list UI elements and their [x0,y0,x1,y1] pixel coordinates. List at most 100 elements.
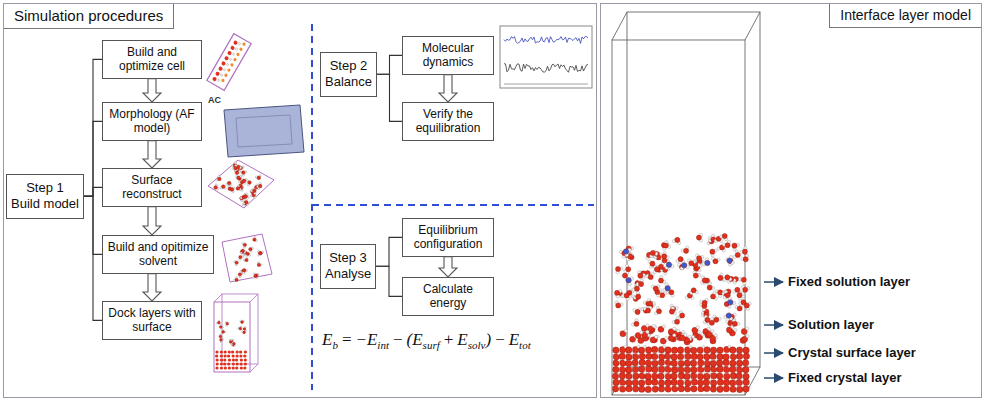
atom-group [612,233,751,392]
flow-arrow [143,274,161,301]
atom [737,293,742,298]
atom-group [212,38,246,86]
atom [228,366,231,369]
atom [710,347,716,353]
atom [746,335,749,338]
atom [241,171,245,175]
dock-figure [214,294,258,372]
atom [736,347,742,353]
atom [624,329,627,332]
atom [730,373,736,379]
formula-term: − [393,330,403,349]
atom [732,321,737,326]
layer-label: Fixed solution layer [788,274,910,290]
atom [639,282,644,287]
atom [733,277,738,282]
atom [736,353,742,359]
atom [705,317,710,322]
atom [707,285,712,290]
atom [654,335,657,338]
atom [215,354,218,357]
atom [662,254,667,259]
atom [730,347,736,353]
simulation-box [612,12,760,395]
atom [626,267,631,272]
atom [240,250,243,253]
atom [711,373,717,379]
atom [710,380,716,386]
atom [665,380,671,386]
atom [615,266,620,271]
atom [241,249,244,252]
atom [652,324,655,327]
atom [244,350,247,353]
dock-outline [214,302,250,372]
box-label: Build and optimize cell [107,45,197,74]
bracket-line [84,59,102,196]
atom [243,272,245,274]
atom [616,303,621,308]
layer-label: Crystal surface layer [788,345,916,361]
atom [691,386,697,392]
flow-arrow [439,257,457,277]
atom [632,379,638,385]
atom [691,335,694,338]
atom [717,360,723,366]
box-label: Step 2 Balance [325,58,372,91]
bracket-line [376,266,402,296]
atom [742,360,748,366]
atom [645,308,650,313]
atom [223,358,226,361]
atom [259,252,262,255]
atom [665,286,670,291]
atom [675,237,680,242]
atom [657,352,660,355]
atom [743,347,749,353]
panel-frame: Simulation proceduresStep 1 Build modelB… [3,3,597,398]
atom [619,373,625,379]
atom [741,277,746,282]
atom [665,336,668,339]
atom [744,303,749,308]
process-box: Dock layers with surface [102,301,202,340]
atom [223,68,226,71]
atom [240,362,243,365]
surface-figure [208,160,274,208]
leader-arrow [764,281,783,283]
atom [222,331,225,334]
dock-outline [222,294,258,364]
atom [648,275,653,280]
atom [691,379,697,385]
process-box: Molecular dynamics [402,36,494,75]
atom [236,187,240,191]
box-edge [612,367,627,395]
box-edge [612,40,745,395]
flow-arrow [439,75,457,102]
atom [224,350,227,353]
atom [235,171,239,175]
atom [689,261,694,266]
atom [669,290,674,295]
atom [221,61,226,66]
atom [645,379,651,385]
atom [217,79,220,82]
atom-group [233,236,263,281]
atom [232,354,235,357]
atom [714,333,717,336]
atom [253,238,256,241]
morphology-figure [224,105,304,157]
atom [735,252,740,257]
leader-arrow [764,352,783,354]
atom [615,290,620,295]
atom [678,257,683,262]
atom [626,278,631,283]
box-edge [627,12,760,367]
atom [216,358,219,361]
atom [233,342,236,345]
atom [646,330,649,333]
atom [218,66,223,71]
atom [224,56,229,61]
atom [233,40,238,45]
atom [684,373,690,379]
bracket-line [84,196,102,320]
